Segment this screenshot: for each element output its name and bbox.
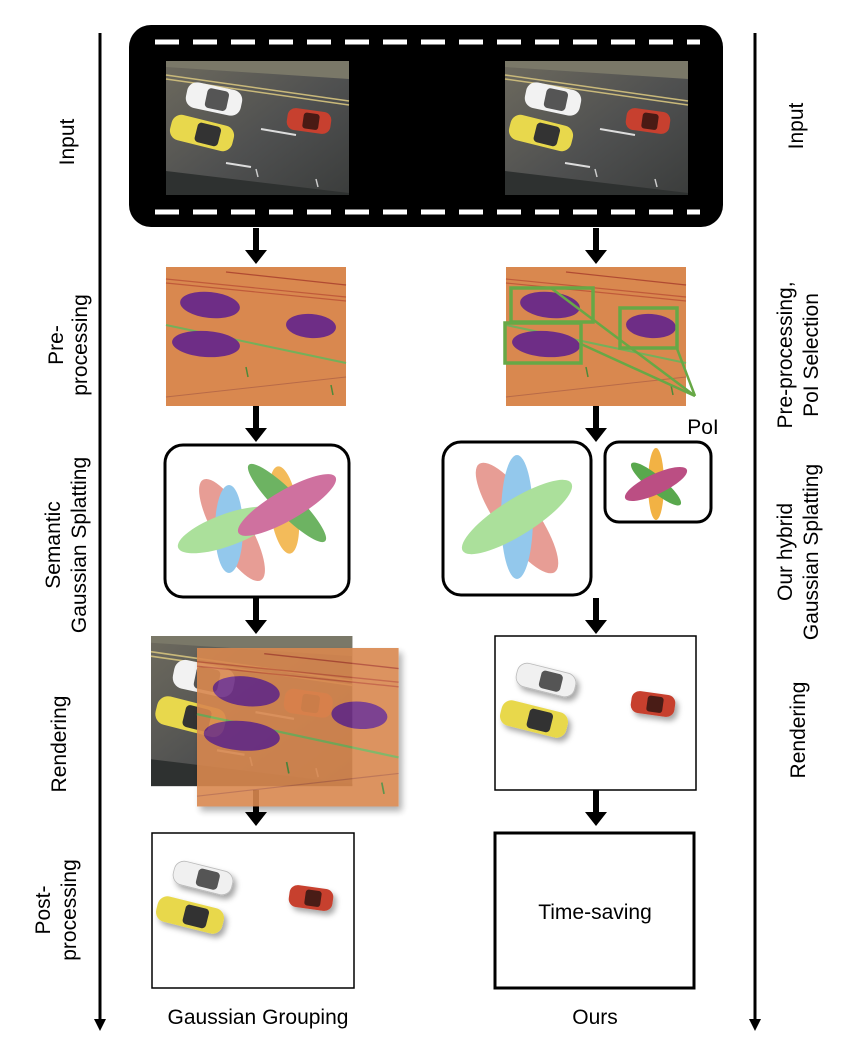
poi-label: PoI [687,416,719,439]
right-stage-rendering: Rendering [787,682,810,779]
input-frame-left [165,60,350,196]
caption-gaussian-grouping: Gaussian Grouping [168,1006,349,1029]
right-stage-input: Input [785,102,808,149]
hybrid-gaussian-splatting-poi [603,440,713,524]
rendering-right-frame [494,635,697,791]
left-stage-postprocessing: Post-processing [32,859,81,961]
postprocessing-left-frame [151,832,355,989]
input-frame-right [504,60,689,196]
semantic-gaussian-splatting-box [163,443,351,599]
input-film-strip [129,25,723,227]
right-stage-preprocessing-poi: Pre-processing,PoI Selection [774,281,823,428]
left-stage-rendering: Rendering [48,696,71,793]
caption-ours: Ours [572,1006,618,1029]
left-stage-preprocessing: Pre-processing [45,294,92,396]
time-saving-box: Time-saving [493,831,696,990]
hybrid-gaussian-splatting-main [441,440,593,597]
poi-selection-boxes [503,286,697,398]
rendering-left-overlay [149,634,400,808]
time-saving-label: Time-saving [538,901,652,924]
left-stage-input: Input [56,118,79,165]
preprocess-mask-left [165,266,347,407]
